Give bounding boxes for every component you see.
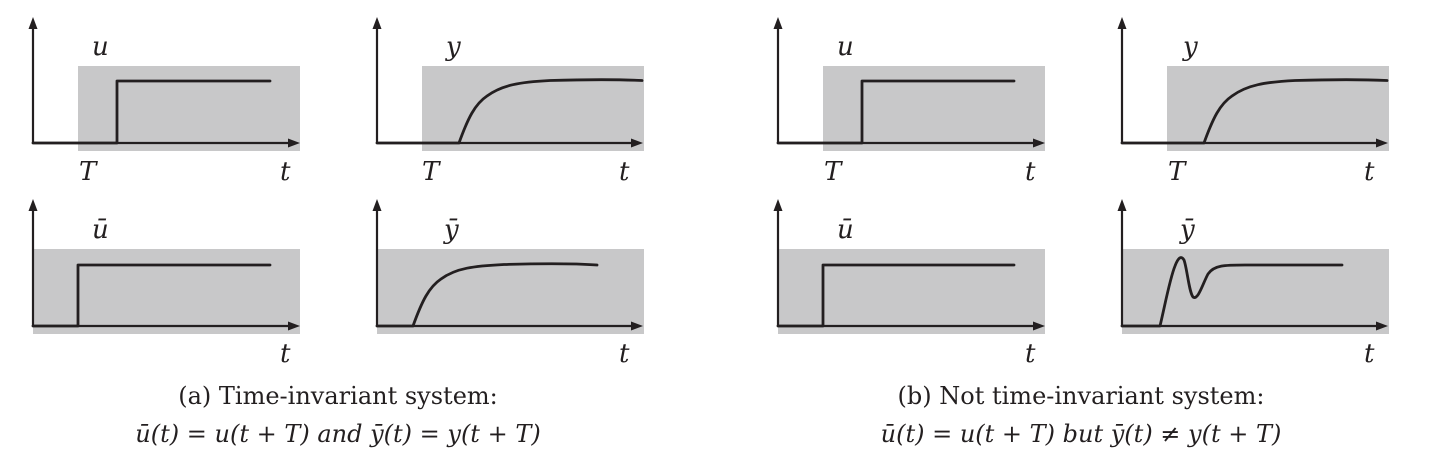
panel-a-y-response-curve bbox=[375, 78, 644, 145]
panel-b-ybar-plot: ȳ t bbox=[1117, 199, 1389, 369]
panel-b-ubar-time-label: t bbox=[1025, 339, 1036, 369]
panel-b-u-shift-label: T bbox=[824, 157, 843, 187]
panel-a-y-plot: y T t bbox=[372, 17, 644, 187]
panel-a-ybar-plot: ȳ t bbox=[372, 199, 644, 369]
panel-b-y-signal-label: y bbox=[1182, 32, 1198, 62]
panel-b-y-plot: y T t bbox=[1117, 17, 1389, 187]
panel-b-u-shade bbox=[823, 66, 1045, 151]
panel-a-y-time-label: t bbox=[619, 157, 630, 187]
panel-a-ubar-y-arrow-icon bbox=[28, 199, 38, 211]
panel-a-u-shade bbox=[78, 66, 300, 151]
panel-a-caption-title: (a) Time-invariant system: bbox=[178, 382, 498, 410]
panel-a-u-y-arrow-icon bbox=[28, 17, 38, 29]
panel-b-ybar-oscillating-curve bbox=[1120, 256, 1344, 328]
panel-a-u-time-label: t bbox=[280, 157, 291, 187]
panel-b-ubar-shade bbox=[778, 249, 1045, 334]
panel-a-y-signal-label: y bbox=[445, 32, 461, 62]
panel-a-ybar-signal-label: ȳ bbox=[443, 215, 459, 245]
panel-b-ubar-signal-label: ū bbox=[837, 215, 854, 245]
panel-a-ubar-plot: ū t bbox=[28, 199, 300, 369]
panel-b-y-time-label: t bbox=[1364, 157, 1375, 187]
panel-b-y-response-curve bbox=[1120, 78, 1389, 145]
panel-b-ubar-y-arrow-icon bbox=[773, 199, 783, 211]
panel-b-y-shift-label: T bbox=[1168, 157, 1187, 187]
panel-a-ubar-step-curve bbox=[31, 263, 272, 328]
panel-a-ybar-response-curve bbox=[375, 262, 599, 328]
panel-b-u-signal-label: u bbox=[837, 32, 854, 62]
panel-a-caption-equation: ū(t) = u(t + T) and ȳ(t) = y(t + T) bbox=[135, 420, 540, 448]
panel-a-ubar-time-label: t bbox=[280, 339, 291, 369]
panel-a-u-step-curve bbox=[31, 79, 272, 145]
panel-b-ybar-signal-label: ȳ bbox=[1179, 215, 1195, 245]
panel-b-ubar-plot: ū t bbox=[773, 199, 1045, 369]
panel-b-caption-equation: ū(t) = u(t + T) but ȳ(t) ≠ y(t + T) bbox=[881, 420, 1282, 448]
panel-a-ubar-signal-label: ū bbox=[92, 215, 109, 245]
panel-b-u-y-arrow-icon bbox=[773, 17, 783, 29]
panel-b-ybar-time-label: t bbox=[1364, 339, 1375, 369]
panel-a-y-shift-label: T bbox=[422, 157, 441, 187]
panel-b: u T t y T t ū t bbox=[773, 17, 1389, 448]
panel-a-y-y-arrow-icon bbox=[372, 17, 382, 29]
panel-a-ybar-time-label: t bbox=[619, 339, 630, 369]
panel-b-caption-title: (b) Not time-invariant system: bbox=[898, 382, 1265, 410]
panel-b-ybar-y-arrow-icon bbox=[1117, 199, 1127, 211]
panel-a-ybar-y-arrow-icon bbox=[372, 199, 382, 211]
panel-a-u-plot: u T t bbox=[28, 17, 300, 187]
panel-a: u T t y T t ū t bbox=[28, 17, 644, 448]
panel-a-u-signal-label: u bbox=[92, 32, 109, 62]
panel-b-y-y-arrow-icon bbox=[1117, 17, 1127, 29]
panel-b-u-step-curve bbox=[776, 79, 1016, 145]
panel-a-ybar-shade bbox=[377, 249, 644, 334]
panel-b-u-time-label: t bbox=[1025, 157, 1036, 187]
panel-a-u-shift-label: T bbox=[79, 157, 98, 187]
panel-b-u-plot: u T t bbox=[773, 17, 1045, 187]
panel-b-ubar-step-curve bbox=[776, 263, 1016, 328]
panel-a-ubar-shade bbox=[33, 249, 300, 334]
